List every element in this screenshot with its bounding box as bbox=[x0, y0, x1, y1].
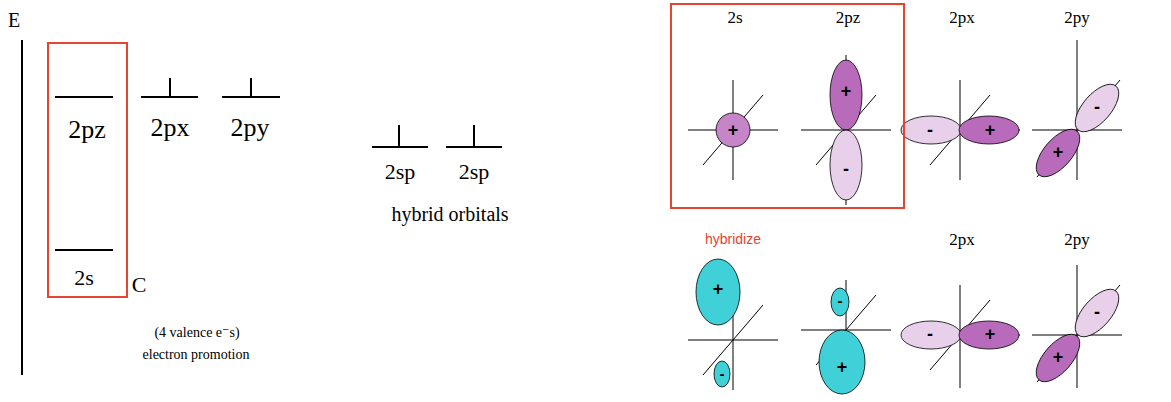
orbital-lobe bbox=[1067, 282, 1126, 344]
orbital-lobe bbox=[1028, 327, 1087, 389]
electron-mark bbox=[398, 125, 400, 147]
sp-hybrid-lobe bbox=[714, 361, 730, 387]
axes bbox=[688, 40, 1122, 205]
orbital-label: 2pz bbox=[836, 9, 861, 28]
orbital-label: 2sp bbox=[459, 160, 490, 184]
highlight-box: 2pz 2s bbox=[47, 42, 128, 298]
phase-sign: + bbox=[1053, 143, 1064, 163]
phase-sign: - bbox=[838, 293, 843, 310]
phase-sign: + bbox=[985, 121, 996, 141]
process-label: hybridize bbox=[705, 232, 761, 247]
orbital-lobe bbox=[959, 116, 1019, 144]
phase-sign: - bbox=[720, 366, 725, 383]
highlight-box: 2s 2pz bbox=[670, 3, 905, 209]
phase-sign: - bbox=[1094, 98, 1100, 118]
phase-sign: + bbox=[841, 82, 852, 102]
phase-sign: - bbox=[843, 160, 849, 180]
note: electron promotion bbox=[143, 347, 250, 362]
orbital-label: 2py bbox=[231, 114, 270, 143]
orbital-label: 2pz bbox=[68, 116, 106, 145]
orbital-lobe bbox=[1028, 122, 1087, 184]
orbital-label: 2s bbox=[727, 9, 742, 28]
sp-hybrid-lobe bbox=[696, 259, 740, 325]
energy-axis bbox=[21, 40, 23, 375]
note: (4 valence e⁻s) bbox=[154, 325, 239, 340]
orbital-label: 2py bbox=[1064, 231, 1090, 250]
orbital-lobe bbox=[830, 130, 862, 200]
sp-hybrid-lobe bbox=[831, 288, 849, 316]
orbital-label: 2sp bbox=[385, 160, 416, 184]
electron-mark bbox=[250, 78, 252, 97]
energy-level bbox=[55, 249, 113, 251]
energy-level bbox=[55, 96, 113, 98]
orbital-label: 2s bbox=[74, 266, 94, 290]
s-orbital bbox=[716, 113, 750, 147]
phase-sign: - bbox=[927, 121, 933, 141]
orbital-lobe bbox=[901, 116, 961, 144]
orbital-label: 2py bbox=[1064, 9, 1090, 28]
phase-sign: - bbox=[927, 325, 933, 345]
phase-sign: + bbox=[713, 280, 724, 300]
axes bbox=[688, 265, 1122, 390]
element-symbol: C bbox=[132, 273, 147, 297]
orbital-lobe bbox=[901, 321, 961, 349]
electron-mark bbox=[473, 125, 475, 147]
sp-hybrid-lobe bbox=[819, 330, 865, 394]
phase-sign: + bbox=[985, 325, 996, 345]
orbital-label: 2px bbox=[949, 9, 975, 28]
orbital-label: 2px bbox=[151, 114, 190, 143]
phase-sign: + bbox=[728, 121, 739, 141]
orbital-lobe bbox=[830, 60, 862, 130]
phase-sign: + bbox=[837, 358, 848, 378]
orbital-label: 2px bbox=[949, 231, 975, 250]
phase-sign: - bbox=[1094, 303, 1100, 323]
electron-mark bbox=[169, 78, 171, 97]
orbital-lobe bbox=[959, 321, 1019, 349]
axis-label: E bbox=[8, 9, 20, 31]
axis-line bbox=[1077, 40, 1078, 180]
caption-note: hybrid orbitals bbox=[391, 203, 508, 225]
orbital-lobe bbox=[1067, 77, 1126, 139]
axis-line bbox=[703, 95, 763, 165]
phase-sign: + bbox=[1053, 348, 1064, 368]
